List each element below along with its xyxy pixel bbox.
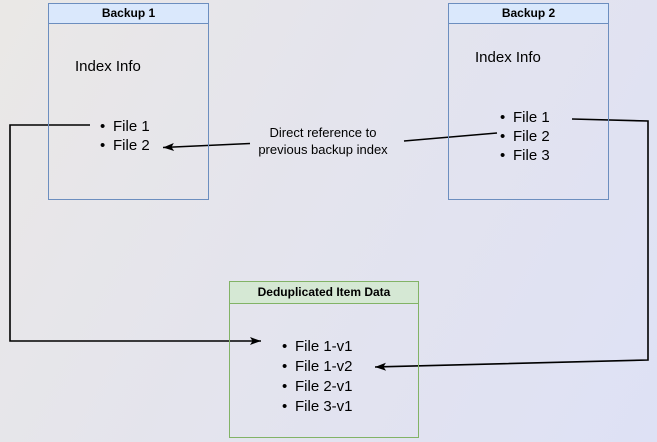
file-label: File 2 (513, 128, 550, 145)
file-label: File 2 (113, 137, 150, 154)
item-label: File 1-v1 (295, 338, 353, 355)
backup2-index-info-label: Index Info (475, 49, 541, 66)
bullet-icon: • (282, 358, 288, 375)
item-label: File 3-v1 (295, 398, 353, 415)
arrow-backup2-file1-to-dedup (374, 118, 649, 371)
arrow-backup2-to-label-segment (403, 132, 498, 142)
list-item: • File 2 (100, 136, 150, 155)
list-item: • File 1-v2 (282, 357, 353, 377)
backup2-title: Backup 2 (449, 4, 608, 24)
file-label: File 1 (113, 118, 150, 135)
dedup-title: Deduplicated Item Data (230, 282, 418, 304)
list-item: • File 2-v1 (282, 377, 353, 397)
dedup-item-list: • File 1-v1 • File 1-v2 • File 2-v1 • File 3… (282, 337, 353, 417)
dedup-node: Deduplicated Item Data • File 1-v1 • File … (229, 281, 419, 438)
item-label: File 1-v2 (295, 358, 353, 375)
item-label: File 2-v1 (295, 378, 353, 395)
bullet-icon: • (282, 338, 288, 355)
backup2-file-list: • File 1 • File 2 • File 3 (500, 108, 550, 165)
bullet-icon: • (282, 378, 288, 395)
bullet-icon: • (500, 109, 506, 126)
backup2-node: Backup 2 Index Info • File 1 • File 2 • Fil… (448, 3, 609, 200)
bullet-icon: • (500, 128, 506, 145)
backup1-index-info-label: Index Info (75, 58, 141, 75)
connector-label: Direct reference to previous backup inde… (240, 124, 406, 158)
list-item: • File 3 (500, 146, 550, 165)
bullet-icon: • (500, 147, 506, 164)
backup1-title: Backup 1 (49, 4, 208, 24)
backup1-file-list: • File 1 • File 2 (100, 117, 150, 155)
arrow-label-to-backup1-file2 (162, 142, 251, 151)
connector-label-line1: Direct reference to (269, 125, 377, 140)
list-item: • File 1-v1 (282, 337, 353, 357)
connector-label-line2: previous backup index (258, 142, 388, 157)
bullet-icon: • (100, 137, 106, 154)
list-item: • File 2 (500, 127, 550, 146)
file-label: File 3 (513, 147, 550, 164)
list-item: • File 1 (100, 117, 150, 136)
bullet-icon: • (100, 118, 106, 135)
list-item: • File 3-v1 (282, 397, 353, 417)
list-item: • File 1 (500, 108, 550, 127)
bullet-icon: • (282, 398, 288, 415)
backup1-node: Backup 1 Index Info • File 1 • File 2 (48, 3, 209, 200)
arrow-backup1-file1-to-dedup (9, 124, 261, 345)
file-label: File 1 (513, 109, 550, 126)
